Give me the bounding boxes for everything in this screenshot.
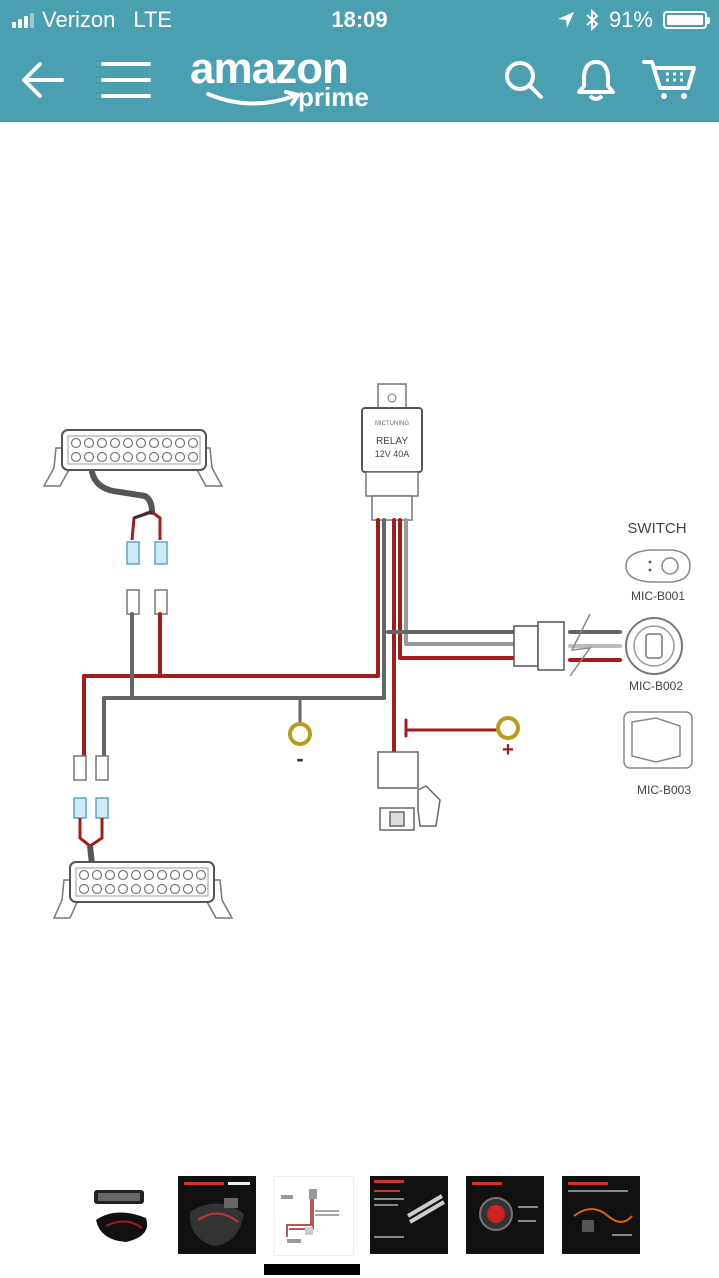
back-button[interactable] bbox=[14, 52, 70, 108]
connectors-top-female bbox=[126, 589, 168, 615]
negative-label: - bbox=[296, 746, 303, 771]
location-icon bbox=[557, 12, 574, 28]
back-arrow-icon bbox=[22, 62, 64, 98]
fuse-holder bbox=[377, 751, 441, 831]
switch-title: SWITCH bbox=[627, 520, 686, 537]
search-icon bbox=[505, 61, 543, 99]
connectors-top-male bbox=[126, 541, 168, 565]
cart-icon bbox=[642, 60, 696, 99]
connectors-bottom-female bbox=[73, 755, 109, 781]
light-bar-top bbox=[42, 429, 224, 487]
switch-model-2: MIC-B002 bbox=[629, 679, 683, 693]
status-time: 18:09 bbox=[331, 7, 388, 32]
search-button[interactable] bbox=[496, 52, 552, 108]
menu-button[interactable] bbox=[98, 52, 154, 108]
battery-icon bbox=[663, 11, 710, 29]
thumbnail-2[interactable] bbox=[178, 1176, 256, 1254]
positive-label: + bbox=[502, 739, 514, 761]
bluetooth-icon bbox=[586, 9, 599, 31]
notifications-button[interactable] bbox=[568, 52, 624, 108]
image-thumbnail-strip bbox=[80, 1176, 640, 1256]
smile-arrow-icon bbox=[206, 90, 300, 106]
switch-model-3: MIC-B003 bbox=[637, 783, 691, 797]
carrier-name: Verizon bbox=[42, 7, 116, 32]
logo-wordmark: amazon bbox=[190, 44, 349, 93]
thumbnail-4[interactable] bbox=[370, 1176, 448, 1254]
thumbnail-1[interactable] bbox=[86, 1176, 164, 1254]
switch-b003 bbox=[623, 711, 693, 769]
signal-icon bbox=[12, 12, 34, 28]
connectors-bottom-male bbox=[73, 797, 109, 819]
battery-percent: 91% bbox=[608, 7, 653, 32]
status-bar: Verizon LTE 18:09 91% bbox=[0, 0, 719, 40]
network-type: LTE bbox=[133, 7, 173, 32]
ground-terminal: - bbox=[288, 722, 312, 771]
relay: MICTUNING RELAY 12V 40A bbox=[361, 383, 423, 521]
thumbnail-6[interactable] bbox=[562, 1176, 640, 1254]
status-right: 91% bbox=[557, 7, 710, 33]
logo-prime: prime bbox=[298, 82, 369, 112]
status-left: Verizon LTE bbox=[12, 7, 172, 33]
svg-text:MICTUNING: MICTUNING bbox=[375, 421, 409, 427]
cart-button[interactable] bbox=[642, 52, 698, 108]
thumbnail-5[interactable] bbox=[466, 1176, 544, 1254]
relay-rating: 12V 40A bbox=[375, 449, 410, 459]
product-image-wiring-diagram[interactable]: MICTUNING RELAY 12V 40A - + bbox=[0, 122, 719, 1162]
switch-b002 bbox=[625, 617, 683, 675]
nav-bar: amazon prime bbox=[0, 40, 719, 122]
positive-terminal: + bbox=[496, 716, 520, 761]
hamburger-icon bbox=[101, 62, 151, 98]
amazon-prime-logo[interactable]: amazon prime bbox=[190, 44, 390, 116]
relay-label: RELAY bbox=[376, 436, 408, 447]
selected-thumbnail-indicator bbox=[264, 1264, 360, 1275]
thumbnail-3-selected[interactable] bbox=[274, 1176, 354, 1256]
light-bar-bottom bbox=[52, 861, 234, 919]
switch-b001 bbox=[625, 549, 691, 583]
bell-icon bbox=[577, 60, 615, 101]
switch-connector bbox=[513, 613, 592, 677]
switch-model-1: MIC-B001 bbox=[631, 589, 685, 603]
